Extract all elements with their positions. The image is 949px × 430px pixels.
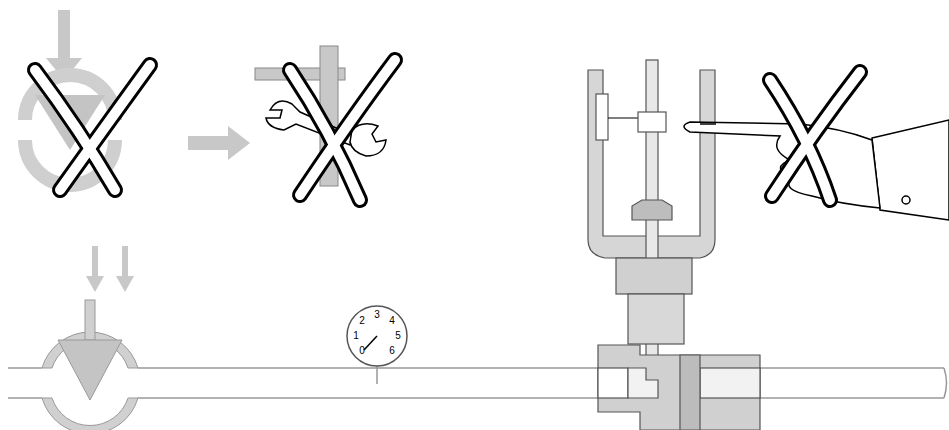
- fingernail: [700, 123, 716, 125]
- valve-body-lower: [42, 398, 138, 430]
- pipe-wall: [760, 367, 944, 369]
- inlet-bore: [598, 368, 628, 398]
- prohibition-cross: [290, 60, 395, 200]
- cuff-button: [902, 196, 910, 204]
- valve-plug: [58, 340, 122, 400]
- control-valve: [588, 60, 760, 430]
- sleeve: [872, 120, 949, 220]
- right-arrow: [188, 126, 250, 160]
- gauge-number: 2: [356, 316, 368, 326]
- pipe-wall: [8, 367, 42, 369]
- bonnet-neck: [628, 294, 684, 344]
- force-arrows: [86, 246, 134, 292]
- gauge-connection: [376, 366, 378, 384]
- outlet-bore: [700, 368, 760, 398]
- pipe-wall: [138, 397, 600, 399]
- valve-stem: [85, 300, 95, 340]
- gauge-number: 0: [356, 346, 368, 356]
- down-arrow: [86, 246, 104, 292]
- packing-nut: [632, 200, 672, 220]
- pipe-end: [944, 368, 947, 398]
- flow-passage: [628, 368, 658, 398]
- gauge-number: 6: [386, 346, 398, 356]
- body-wall: [680, 355, 700, 430]
- down-arrow: [116, 246, 134, 292]
- gauge-number: 1: [350, 331, 362, 341]
- pipe-wall: [760, 397, 944, 399]
- prohibition-cross: [770, 72, 860, 200]
- gauge-number: 3: [371, 310, 383, 320]
- pipeline: [8, 368, 947, 398]
- gauge-number: 5: [392, 331, 404, 341]
- struck-valve: [25, 10, 150, 190]
- pressure-gauge: [347, 306, 407, 384]
- pipe-wall: [8, 397, 42, 399]
- valve-symbol: [42, 300, 138, 430]
- bonnet: [616, 258, 692, 294]
- prohibition-cross: [35, 65, 150, 190]
- gauge-dial: [347, 306, 407, 366]
- wrench-jaw: [350, 124, 386, 156]
- gauge-needle: [364, 336, 377, 350]
- stem-connector: [638, 112, 666, 132]
- valve-body: [598, 345, 760, 430]
- travel-scale: [596, 94, 608, 140]
- gauge-number: 4: [386, 316, 398, 326]
- pipe-wall: [138, 367, 600, 369]
- struck-wrench: [255, 46, 395, 200]
